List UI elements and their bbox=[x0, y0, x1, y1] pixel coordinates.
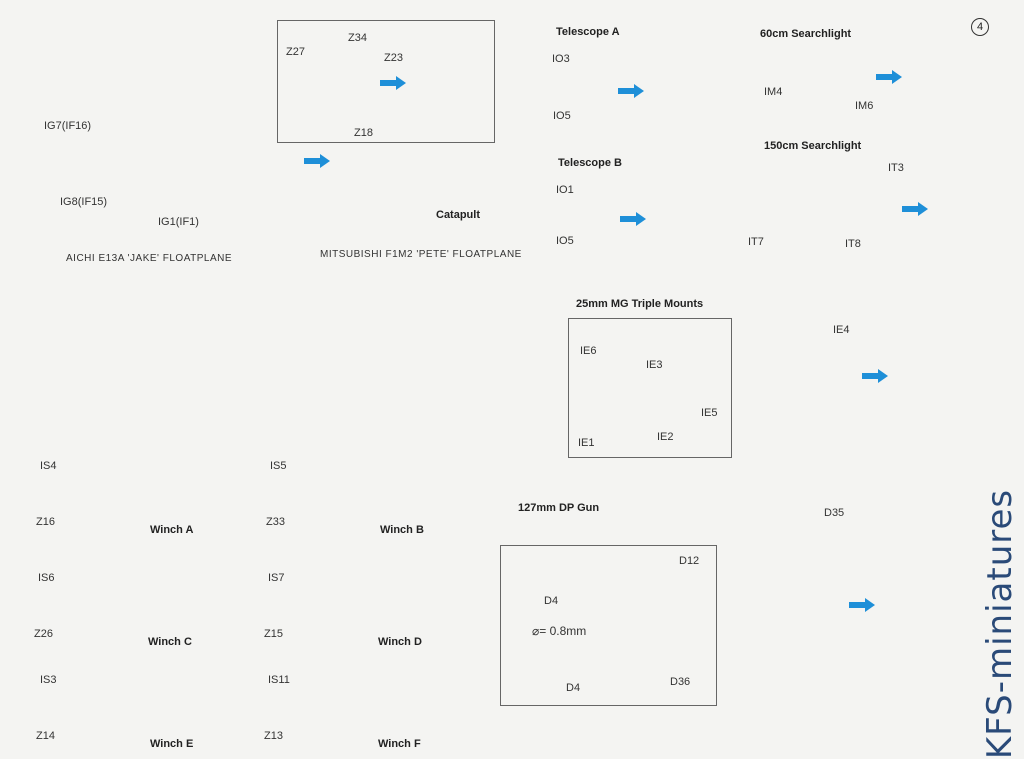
label-z23: Z23 bbox=[384, 52, 403, 64]
label-ie4: IE4 bbox=[833, 324, 850, 336]
label-it8: IT8 bbox=[845, 238, 861, 250]
label-ie3: IE3 bbox=[646, 359, 663, 371]
arrow-right-icon bbox=[380, 76, 406, 90]
winch-name: Winch F bbox=[378, 738, 421, 750]
arrow-right-icon bbox=[876, 70, 902, 84]
label-io1: IO1 bbox=[556, 184, 574, 196]
winch-base-label: Z26 bbox=[34, 628, 53, 640]
label-io3: IO3 bbox=[552, 53, 570, 65]
arrow-right-icon bbox=[304, 154, 330, 168]
arrow-right-icon bbox=[618, 84, 644, 98]
telescope-b-title: Telescope B bbox=[558, 157, 622, 169]
searchlight-150cm-title: 150cm Searchlight bbox=[764, 140, 862, 152]
pete-floatplane-title: MITSUBISHI F1M2 'PETE' FLOATPLANE bbox=[320, 249, 522, 260]
winch-drum-label: IS3 bbox=[40, 674, 57, 686]
winch-drum-label: IS6 bbox=[38, 572, 55, 584]
label-d12: D12 bbox=[679, 555, 700, 567]
watermark: KFS-miniatures bbox=[980, 488, 1020, 758]
winch-drum-label: IS11 bbox=[268, 674, 290, 686]
arrow-right-icon bbox=[620, 212, 646, 226]
searchlight-60cm-title: 60cm Searchlight bbox=[760, 28, 852, 40]
catapult-title: Catapult bbox=[436, 209, 480, 221]
label-z34: Z34 bbox=[348, 32, 367, 44]
catapult-detail-box bbox=[277, 20, 495, 143]
winch-name: Winch E bbox=[150, 738, 194, 750]
winch-name: Winch D bbox=[378, 636, 422, 648]
label-ie5: IE5 bbox=[701, 407, 718, 419]
label-im4: IM4 bbox=[764, 86, 783, 98]
winch-base-label: Z16 bbox=[36, 516, 55, 528]
jake-floatplane-title: AICHI E13A 'JAKE' FLOATPLANE bbox=[66, 253, 233, 264]
winch-base-label: Z13 bbox=[264, 730, 283, 742]
label-z18: Z18 bbox=[354, 127, 373, 139]
winch-drum-label: IS4 bbox=[40, 460, 57, 472]
drill-size-note: ⌀= 0.8mm bbox=[532, 624, 587, 638]
label-ig1: IG1(IF1) bbox=[158, 216, 199, 228]
label-it7: IT7 bbox=[748, 236, 764, 248]
winch-drum-label: IS7 bbox=[268, 572, 285, 584]
telescope-a-title: Telescope A bbox=[556, 26, 620, 38]
page-number: 4 bbox=[971, 18, 989, 36]
winch-name: Winch B bbox=[380, 524, 424, 536]
label-ig8: IG8(IF15) bbox=[60, 196, 108, 208]
label-im6: IM6 bbox=[855, 100, 874, 112]
mg-detail-box bbox=[568, 318, 732, 458]
winch-name: Winch A bbox=[150, 524, 194, 536]
label-io5-b: IO5 bbox=[556, 235, 574, 247]
winch-base-label: Z33 bbox=[266, 516, 285, 528]
arrow-right-icon bbox=[902, 202, 928, 216]
label-ie2: IE2 bbox=[657, 431, 674, 443]
winch-base-label: Z14 bbox=[36, 730, 55, 742]
label-z27: Z27 bbox=[286, 46, 305, 58]
winch-name: Winch C bbox=[148, 636, 192, 648]
winch-drum-label: IS5 bbox=[270, 460, 287, 472]
label-d36: D36 bbox=[670, 676, 691, 688]
mg-mounts-title: 25mm MG Triple Mounts bbox=[576, 298, 704, 310]
watermark-text: KFS-miniatures bbox=[980, 488, 1020, 759]
arrow-right-icon bbox=[862, 369, 888, 383]
label-d4-a: D4 bbox=[544, 595, 559, 607]
label-ie1: IE1 bbox=[578, 437, 595, 449]
label-ie6: IE6 bbox=[580, 345, 597, 357]
winch-base-label: Z15 bbox=[264, 628, 283, 640]
label-io5-a: IO5 bbox=[553, 110, 571, 122]
label-ig7: IG7(IF16) bbox=[44, 120, 92, 132]
label-d4-b: D4 bbox=[566, 682, 581, 694]
dp-gun-detail-box bbox=[500, 545, 717, 706]
dp-gun-title: 127mm DP Gun bbox=[518, 502, 600, 514]
label-it3: IT3 bbox=[888, 162, 904, 174]
arrow-right-icon bbox=[849, 598, 875, 612]
